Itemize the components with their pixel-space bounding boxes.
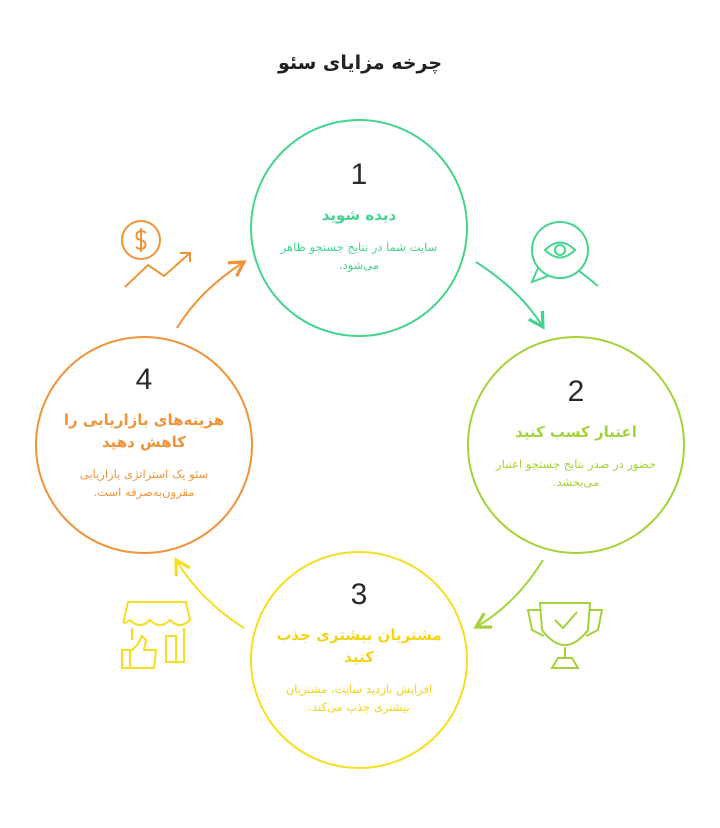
step-2-circle [467, 336, 685, 554]
arrow-3-to-4 [174, 557, 245, 629]
step-2: 2 اعتبار کسب کنید حضور در صدر نتایج جستج… [486, 375, 666, 491]
step-heading: اعتبار کسب کنید [515, 423, 637, 441]
step-heading: هزینه‌های بازاریابی را کاهش دهید [63, 411, 225, 451]
trophy-check-icon [526, 602, 604, 669]
arrow-2-to-3 [473, 559, 544, 629]
step-1-circle [250, 119, 468, 337]
step-description: حضور در صدر نتایج جستجو اعتبار می‌بخشد. [496, 457, 656, 489]
step-3: 3 مشتریان بیشتری جذب کنید افزایش بازدید … [269, 578, 449, 716]
dollar-growth-icon [121, 220, 191, 288]
diagram-title: چرخه مزایای سئو [277, 52, 443, 74]
step-description: افزایش بازدید سایت، مشتریان بیشتری جذب م… [285, 682, 433, 714]
eye-search-icon [530, 221, 599, 287]
step-number: 2 [567, 375, 585, 408]
step-1: 1 دیده شوید سایت شما در نتایج جستجو ظاهر… [269, 158, 449, 274]
step-description: سئو یک استراتژی بازاریابی مقرون‌به‌صرفه … [79, 467, 209, 499]
step-3-circle [250, 551, 468, 769]
step-number: 4 [135, 363, 153, 396]
arrow-4-to-1 [176, 260, 247, 329]
step-heading: مشتریان بیشتری جذب کنید [276, 626, 442, 666]
step-4-circle [35, 336, 253, 554]
step-description: سایت شما در نتایج جستجو ظاهر می‌شود. [280, 240, 438, 272]
step-heading: دیده شوید [321, 206, 397, 224]
step-number: 3 [350, 578, 368, 611]
step-number: 1 [350, 158, 368, 191]
arrow-1-to-2 [475, 261, 545, 330]
store-thumbs-up-icon [121, 601, 192, 669]
step-4: 4 هزینه‌های بازاریابی را کاهش دهید سئو ی… [54, 363, 234, 501]
